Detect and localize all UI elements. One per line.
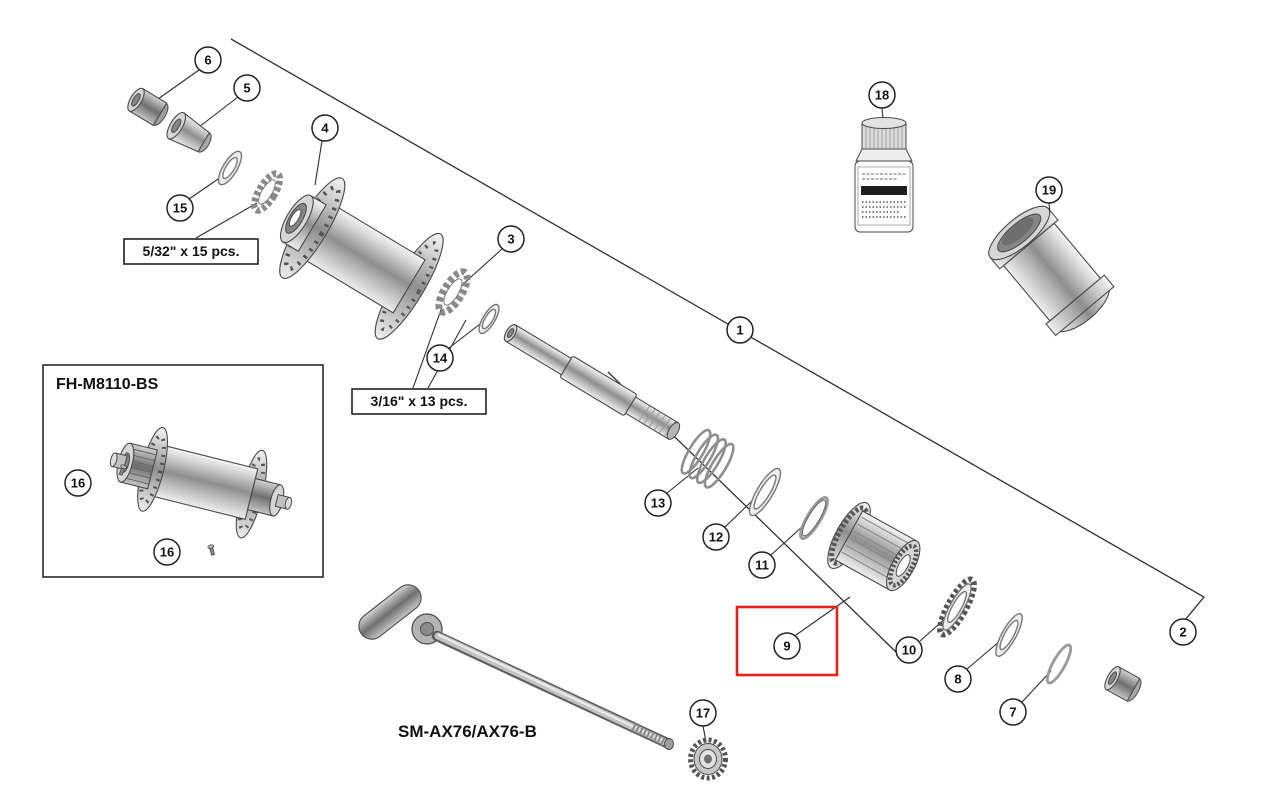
part-8-spacer-ring bbox=[995, 613, 1023, 657]
part-14-washer bbox=[478, 303, 500, 335]
label-ball-spec-small: 5/32" x 15 pcs. bbox=[123, 238, 259, 265]
part-axle bbox=[503, 324, 681, 440]
part-end-cap bbox=[1104, 666, 1142, 702]
label-ball-spec-large: 3/16" x 13 pcs. bbox=[351, 388, 487, 415]
callout-11: 11 bbox=[748, 551, 776, 579]
svg-text:12: 12 bbox=[709, 530, 723, 545]
part-skewer-axle bbox=[358, 584, 674, 750]
callout-2: 2 bbox=[1169, 618, 1197, 646]
inset-assembled-hub-panel: FH-M8110-BS bbox=[42, 364, 324, 578]
svg-text:15: 15 bbox=[173, 201, 187, 216]
svg-text:7: 7 bbox=[1009, 705, 1016, 720]
svg-text:5/32" x 15 pcs.: 5/32" x 15 pcs. bbox=[143, 243, 240, 259]
part-5-cone bbox=[166, 111, 212, 153]
callout-7: 7 bbox=[999, 698, 1027, 726]
part-ball-retainer-large bbox=[435, 268, 471, 316]
callout-14: 14 bbox=[426, 344, 454, 372]
svg-text:14: 14 bbox=[433, 351, 448, 366]
part-12-seal bbox=[748, 467, 782, 517]
svg-text:9: 9 bbox=[783, 639, 790, 654]
callout-9: 9 bbox=[773, 632, 801, 660]
part-6-nut bbox=[127, 87, 169, 127]
callout-3: 3 bbox=[497, 225, 525, 253]
part-16-screw-lower bbox=[207, 544, 215, 556]
svg-text:6: 6 bbox=[204, 53, 211, 68]
part-13-spring bbox=[680, 428, 735, 489]
svg-text:10: 10 bbox=[902, 643, 916, 658]
svg-text:4: 4 bbox=[321, 121, 329, 136]
callout-15: 15 bbox=[166, 194, 194, 222]
svg-text:16: 16 bbox=[71, 476, 85, 491]
part-freehub-body bbox=[827, 501, 921, 592]
assembled-hub-drawing bbox=[109, 427, 293, 539]
callout-6: 6 bbox=[194, 46, 222, 74]
highlight-box-part-9 bbox=[735, 605, 839, 677]
part-17-splined-cap bbox=[688, 737, 728, 781]
svg-text:2: 2 bbox=[1179, 625, 1186, 640]
callout-8: 8 bbox=[944, 665, 972, 693]
assembly-line-main bbox=[230, 38, 1205, 621]
part-11-snap-ring bbox=[799, 495, 829, 541]
svg-text:8: 8 bbox=[954, 672, 961, 687]
svg-text:18: 18 bbox=[875, 88, 889, 103]
svg-text:19: 19 bbox=[1042, 183, 1056, 198]
callout-1: 1 bbox=[726, 316, 754, 344]
part-hub-shell bbox=[279, 177, 444, 340]
svg-text:16: 16 bbox=[160, 545, 174, 560]
part-19-spacer bbox=[988, 205, 1115, 337]
callout-12: 12 bbox=[702, 523, 730, 551]
callout-10: 10 bbox=[895, 636, 923, 664]
axle-model-label: SM-AX76/AX76-B bbox=[398, 722, 537, 741]
svg-text:3: 3 bbox=[507, 232, 514, 247]
svg-text:3/16" x 13 pcs.: 3/16" x 13 pcs. bbox=[371, 393, 468, 409]
callout-19: 19 bbox=[1035, 176, 1063, 204]
callout-16-upper: 16 bbox=[64, 469, 92, 497]
svg-text:17: 17 bbox=[696, 706, 710, 721]
part-ball-retainer-small bbox=[250, 170, 284, 214]
part-16-screw-upper bbox=[118, 464, 127, 476]
inset-model-label: FH-M8110-BS bbox=[56, 376, 159, 393]
part-10-serrated-ring bbox=[937, 576, 977, 638]
svg-text:1: 1 bbox=[736, 323, 743, 338]
skewer-lever-pivot bbox=[420, 622, 434, 636]
svg-text:13: 13 bbox=[651, 496, 665, 511]
callout-5: 5 bbox=[233, 74, 261, 102]
callout-13: 13 bbox=[644, 489, 672, 517]
part-18-grease-bottle bbox=[854, 117, 914, 233]
part-15-seal-ring bbox=[217, 150, 243, 186]
callout-16-lower: 16 bbox=[153, 538, 181, 566]
part-7-washer-ring bbox=[1045, 643, 1073, 685]
callout-18: 18 bbox=[868, 81, 896, 109]
callout-17: 17 bbox=[689, 699, 717, 727]
callout-4: 4 bbox=[311, 114, 339, 142]
svg-text:5: 5 bbox=[243, 81, 250, 96]
svg-text:11: 11 bbox=[755, 558, 769, 573]
